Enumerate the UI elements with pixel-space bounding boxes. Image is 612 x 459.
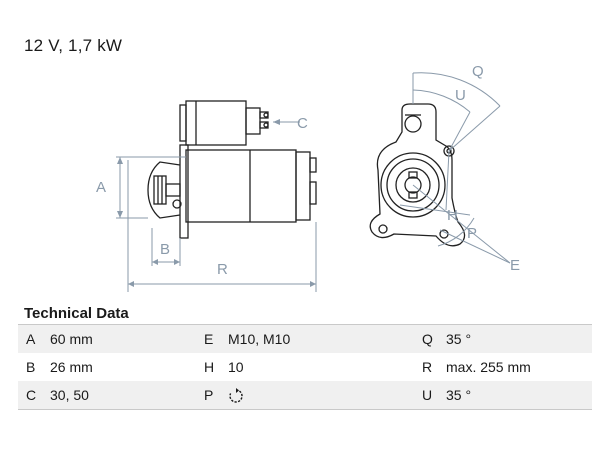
value-q: 35 ° xyxy=(446,331,472,347)
table-row: C 30, 50 P U 35 ° xyxy=(18,381,592,409)
table-row: A 60 mm E M10, M10 Q 35 ° xyxy=(18,325,592,353)
value-p xyxy=(220,381,414,409)
spec-title: 12 V, 1,7 kW xyxy=(24,36,123,55)
value-a: 60 mm xyxy=(50,331,93,347)
clockwise-rotation-icon xyxy=(229,387,243,403)
divider xyxy=(18,324,592,325)
table-row: B 26 mm H 10 R max. 255 mm xyxy=(18,353,592,381)
value-u: 35 ° xyxy=(446,387,472,403)
dim-label-c: C xyxy=(297,115,308,132)
dim-label-p: P xyxy=(467,225,477,242)
starter-motor-drawing: A B C R Q U H P E xyxy=(96,63,520,292)
key-q: Q xyxy=(422,331,433,347)
key-h: H xyxy=(204,359,215,375)
value-h: 10 xyxy=(228,359,244,375)
dim-label-a: A xyxy=(96,179,106,196)
dim-label-q: Q xyxy=(472,63,484,80)
key-u: U xyxy=(422,387,433,403)
value-b: 26 mm xyxy=(50,359,93,375)
drive-end xyxy=(147,161,182,219)
key-a: A xyxy=(26,331,36,347)
technical-data-title: Technical Data xyxy=(24,305,129,322)
solenoid xyxy=(179,100,269,146)
key-e: E xyxy=(204,331,214,347)
dim-label-u: U xyxy=(455,87,466,104)
key-p: P xyxy=(204,387,214,403)
motor-body xyxy=(179,144,317,239)
key-b: B xyxy=(26,359,36,375)
value-c: 30, 50 xyxy=(50,387,89,403)
technical-data-table: A 60 mm E M10, M10 Q 35 ° B 26 mm H 10 R… xyxy=(18,325,592,409)
dim-label-r: R xyxy=(217,261,228,278)
value-e: M10, M10 xyxy=(228,331,291,347)
value-r: max. 255 mm xyxy=(446,359,531,375)
dim-label-e: E xyxy=(510,257,520,274)
divider xyxy=(18,409,592,410)
key-r: R xyxy=(422,359,433,375)
dim-label-h: H xyxy=(447,207,458,224)
front-view-housing xyxy=(369,103,466,247)
dim-label-b: B xyxy=(160,241,170,258)
key-c: C xyxy=(26,387,37,403)
